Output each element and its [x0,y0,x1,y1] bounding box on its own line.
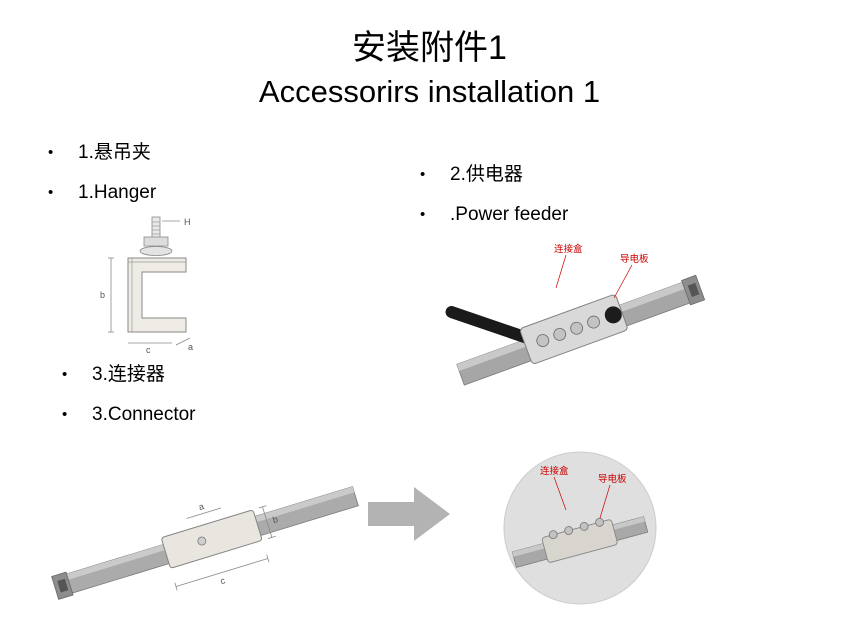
connection-box-label: 连接盒 [540,465,569,477]
bullet-hanger-en: 1.Hanger [48,180,156,206]
housing-screw [564,526,573,535]
hanger-nut [143,236,169,247]
housing-screw [197,536,207,546]
bullet-feeder-zh: 2.供电器 [420,162,568,188]
bullet-group-hanger: 1.悬吊夹 1.Hanger [48,140,156,220]
terminal-screw [587,315,600,329]
bullet-feeder-en: .Power feeder [420,202,568,228]
dim-label-c: c [146,345,151,354]
arrow-right-svg [368,487,450,541]
hanger-body [127,257,187,333]
bullet-feeder-en-text: .Power feeder [450,204,569,225]
bullet-connector-en: 3.Connector [62,402,196,428]
rail-end-hole [687,282,700,297]
housing-screw [595,517,604,527]
connector-diagram: a b c [42,438,376,641]
power-feeder-svg: 连接盒 导电板 [445,243,706,386]
arrow-shape [368,487,450,541]
detail-rail-group [511,516,649,568]
feeder-end-cap [604,306,622,324]
bullet-hanger-en-text: 1.Hanger [78,182,157,203]
housing-screw [548,530,558,540]
bullet-group-feeder: 2.供电器 .Power feeder [420,162,568,242]
bullet-connector-zh: 3.连接器 [62,362,196,388]
connector-diagram-svg: a b c [51,486,359,600]
bullet-group-connector: 3.连接器 3.Connector [62,362,196,442]
hanger-diagram-svg: H b c a [100,216,193,355]
bullet-feeder-zh-text: 2.供电器 [450,164,523,185]
dim-label-c: c [219,575,227,586]
dim-label-b: b [100,290,105,300]
conductive-plate-label: 导电板 [598,473,627,485]
conductive-plate-label: 导电板 [620,253,649,265]
bullet-hanger-zh: 1.悬吊夹 [48,140,156,166]
detail-view-svg: 连接盒 导电板 [503,451,657,605]
detail-view-circle: 连接盒 导电板 [500,448,660,613]
terminal-screw [536,334,550,347]
housing-screw [579,522,589,531]
rail-end-hole [57,578,69,593]
dim-label-a: a [197,501,205,512]
terminal-screw [570,321,584,335]
connector-rail-group: a b c [51,486,359,600]
hanger-diagram: H b c a [96,212,218,359]
power-feeder-figure: 连接盒 导电板 [438,222,718,415]
terminal-screw [553,327,567,341]
connector-housing [161,509,263,569]
connection-box-label: 连接盒 [554,243,583,255]
feeder-cable [445,306,533,344]
dim-label-b: b [271,514,279,525]
hanger-washer [139,246,173,256]
title-block: 安装附件1 Accessorirs installation 1 [0,26,859,112]
slide-title-zh: 安装附件1 [352,29,507,67]
slide-title-en: Accessorirs installation 1 [258,74,601,109]
feeder-rail-group [445,274,706,386]
dim-label-H: H [184,217,191,227]
bullet-connector-zh-text: 3.连接器 [92,364,165,385]
connector-housing [541,519,618,563]
bullet-connector-en-text: 3.Connector [92,404,196,425]
dim-label-a: a [188,342,193,352]
bullet-hanger-zh-text: 1.悬吊夹 [78,142,151,163]
arrow-right-icon [368,487,450,546]
